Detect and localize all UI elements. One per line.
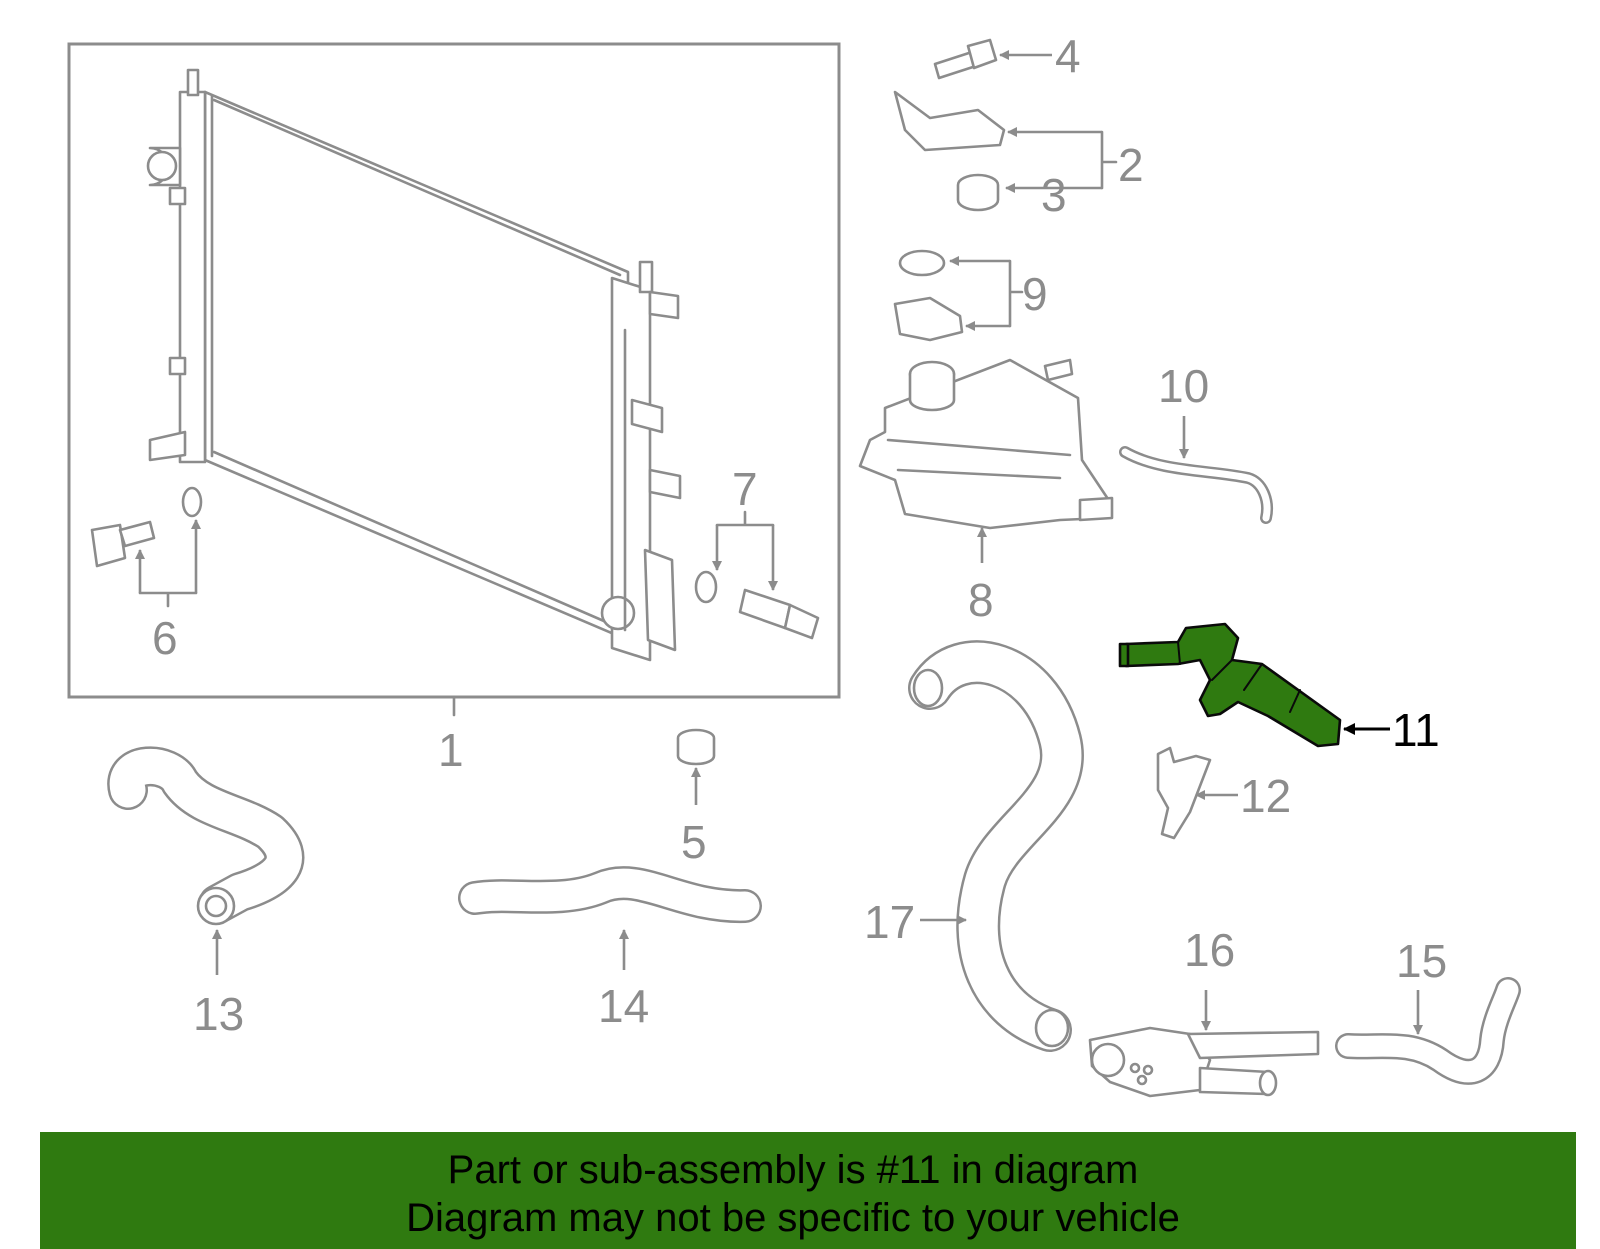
callout-8: 8 (968, 574, 994, 626)
temp-sensor-part[interactable] (738, 588, 820, 640)
hose-17-part[interactable] (908, 640, 1084, 1052)
callout-4: 4 (1055, 30, 1081, 82)
callout-11: 11 (1392, 704, 1440, 756)
radiator-part[interactable] (146, 68, 682, 662)
highlighted-part-11[interactable] (1118, 622, 1342, 748)
callout-5: 5 (681, 816, 707, 868)
callout-6: 6 (152, 612, 178, 664)
callout-1: 1 (438, 724, 464, 776)
coolant-reservoir-part[interactable] (858, 358, 1114, 530)
callout-17: 17 (864, 896, 915, 948)
callout-12: 12 (1240, 770, 1291, 822)
sensor-washer[interactable] (694, 570, 718, 604)
o-ring-part[interactable] (898, 249, 946, 277)
callout-9: 9 (1022, 268, 1048, 320)
drain-plug-part[interactable] (90, 520, 156, 568)
callout-16: 16 (1184, 924, 1235, 976)
thermostat-housing-part[interactable] (1088, 1026, 1320, 1098)
grommet-part[interactable] (956, 173, 1000, 212)
drain-plug-washer[interactable] (181, 486, 203, 518)
reservoir-cap-part[interactable] (893, 296, 964, 342)
hose-15-part[interactable] (1335, 977, 1521, 1085)
banner-line-1: Part or sub-assembly is #11 in diagram (447, 1148, 1139, 1192)
info-banner: Part or sub-assembly is #11 in diagram D… (40, 1132, 1576, 1249)
callout-10: 10 (1158, 360, 1209, 412)
callout-2: 2 (1118, 139, 1144, 191)
callout-15: 15 (1396, 935, 1447, 987)
bolt-part[interactable] (933, 38, 998, 80)
bracket-part[interactable] (893, 90, 1006, 152)
callout-7: 7 (732, 463, 758, 515)
clip-12-part[interactable] (1156, 746, 1212, 840)
callout-3: 3 (1041, 169, 1067, 221)
hose-13-part[interactable] (107, 746, 305, 926)
callout-14: 14 (598, 980, 649, 1032)
grommet-5-part[interactable] (676, 728, 716, 766)
banner-line-2: Diagram may not be specific to your vehi… (406, 1196, 1180, 1240)
hose-14-part[interactable] (458, 866, 762, 924)
callout-13: 13 (193, 988, 244, 1040)
